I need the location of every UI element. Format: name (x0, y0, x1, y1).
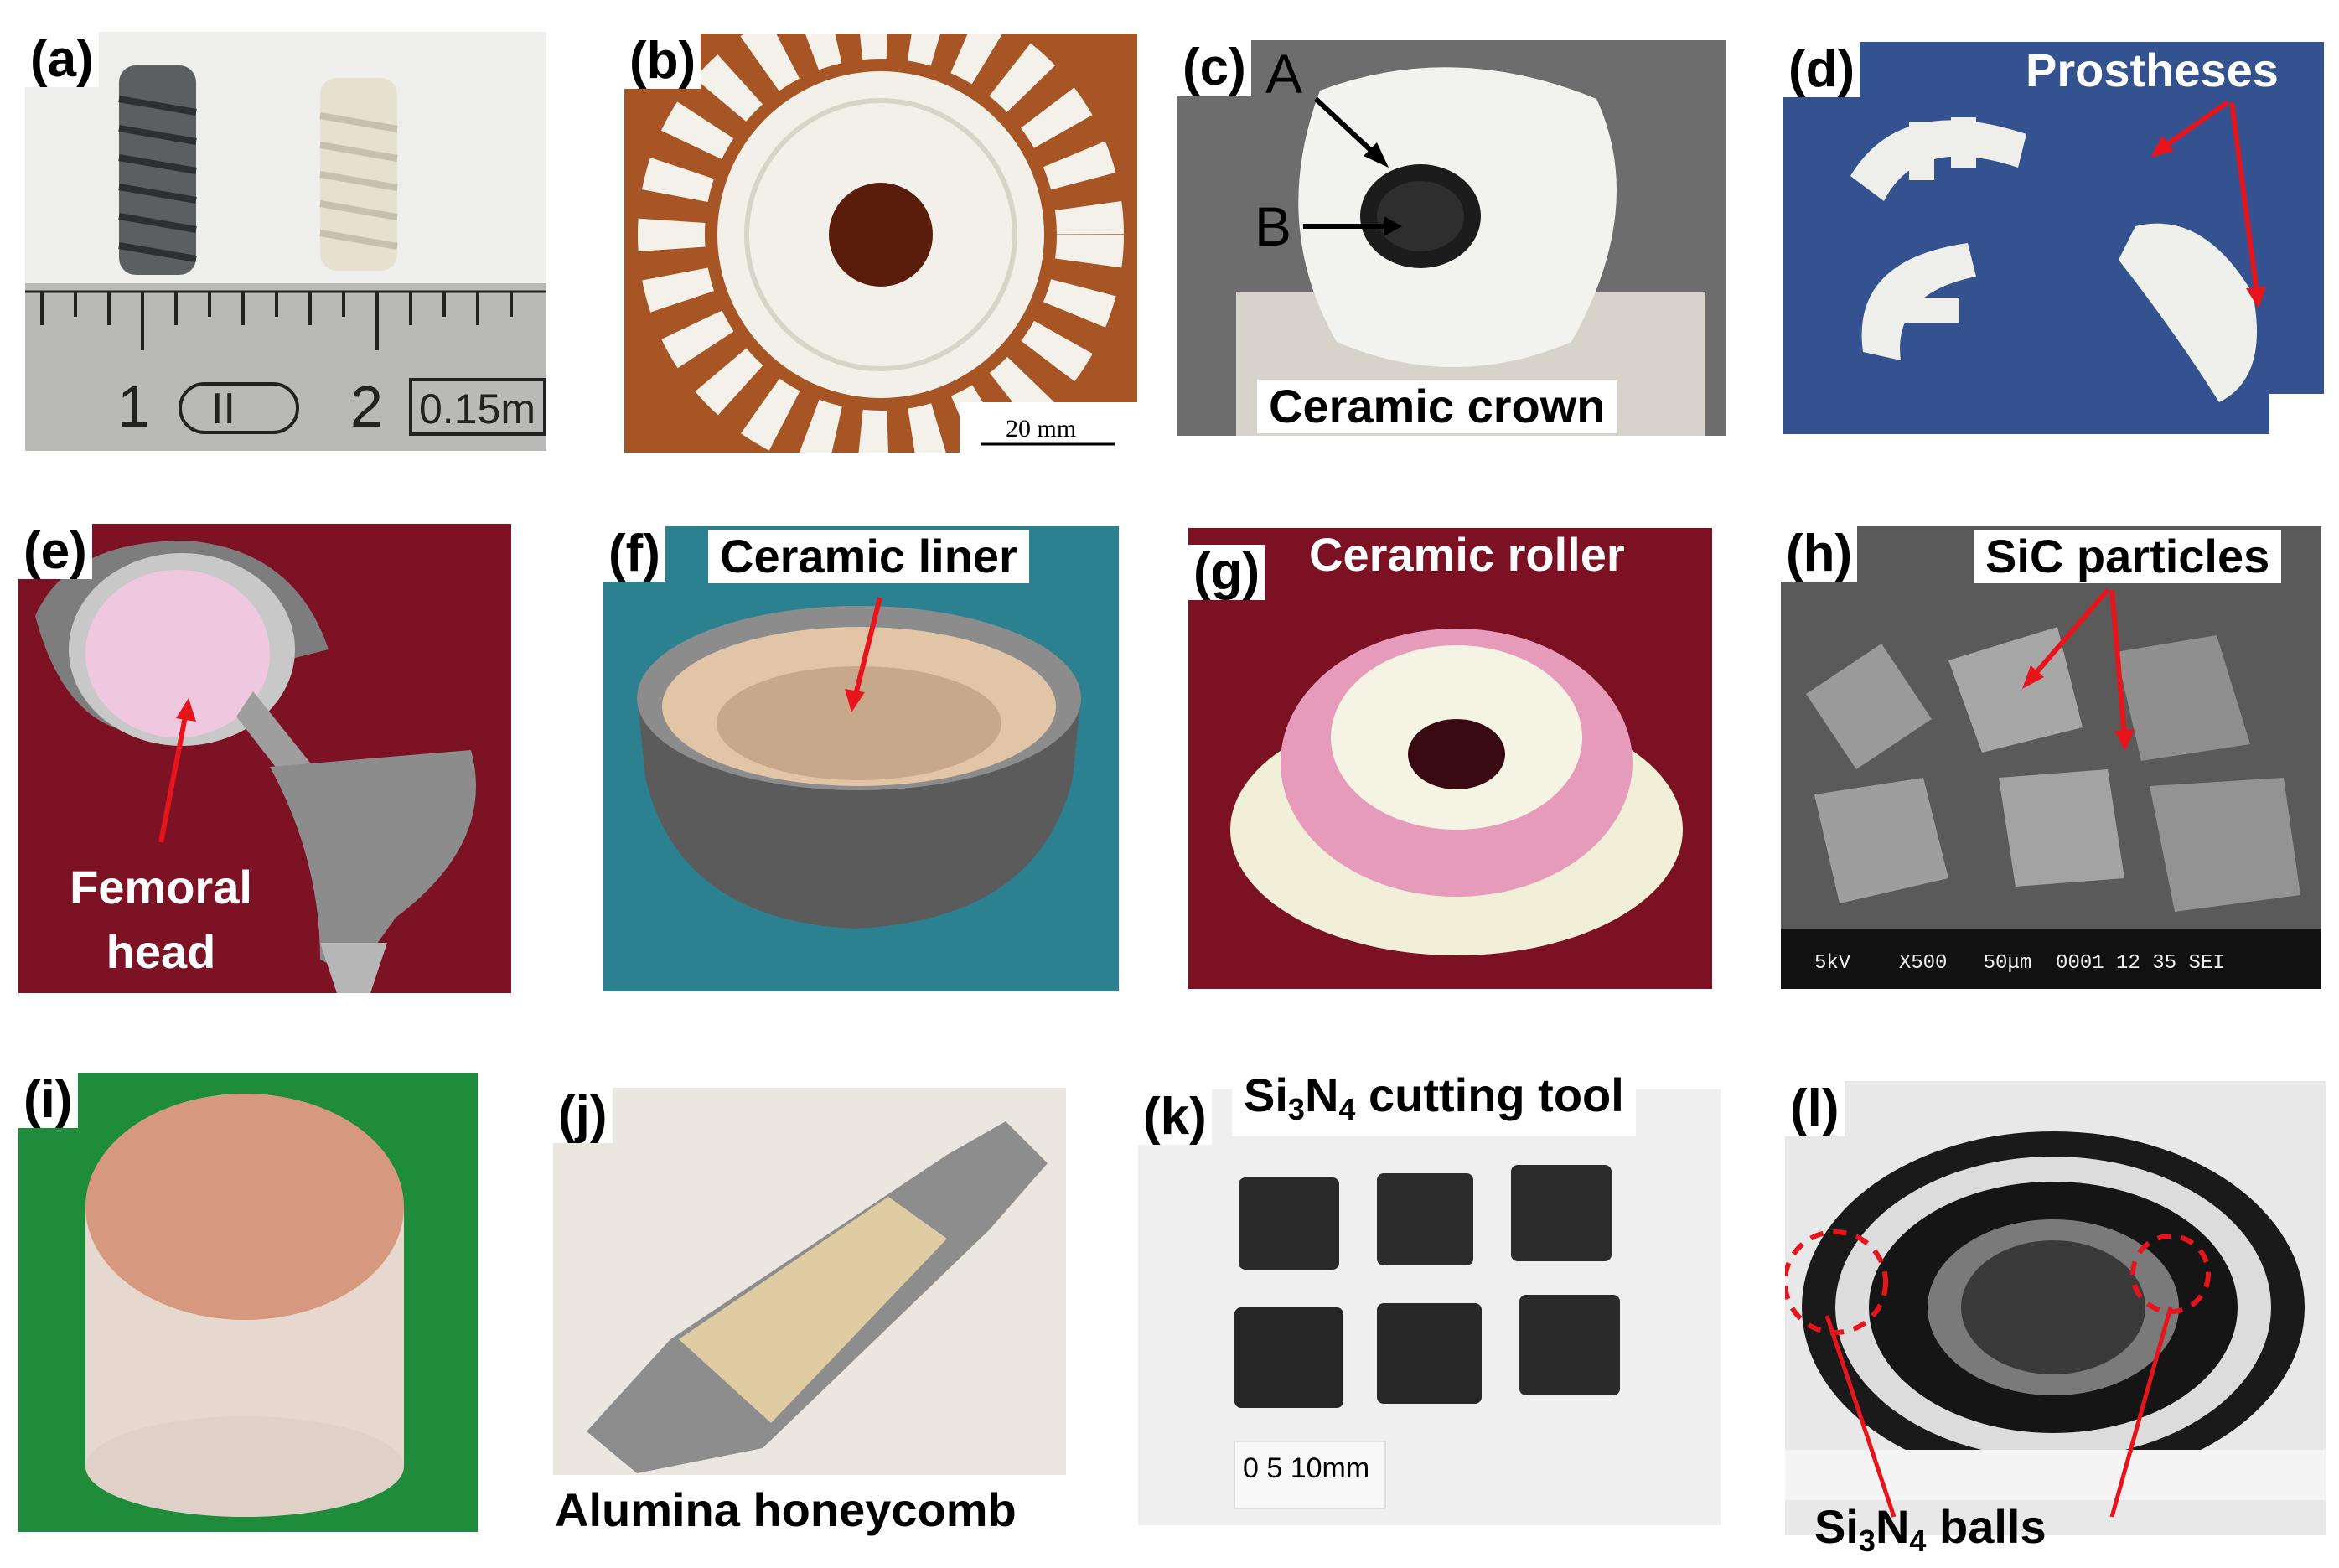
panel-a-photo (25, 32, 546, 451)
panel-c-caption: Ceramic crown (1257, 380, 1617, 433)
panel-h-caption: SiC particles (1974, 530, 2282, 583)
panel-k: (k) 0 5 10mm (1138, 1089, 1721, 1525)
panel-g-photo (1188, 528, 1712, 989)
l-caption-sub3: 3 (1858, 1524, 1876, 1558)
panel-l-caption: Si3N4 balls (1814, 1500, 2047, 1568)
panel-k-scale: 0 5 10mm (1243, 1452, 1370, 1484)
panel-f-photo (603, 526, 1119, 991)
label-b: B (1255, 195, 1292, 257)
panel-i-tag: (i) (18, 1073, 78, 1128)
panel-f-caption: Ceramic liner (708, 530, 1029, 583)
panel-c-arrows (1303, 96, 1402, 236)
panel-f-arrow (845, 597, 882, 712)
sem-info: 5kV X500 50μm 0001 12 35 SEI (1814, 952, 2225, 975)
panel-j-caption: Alumina honeycomb (555, 1483, 1017, 1536)
panel-b-scale: 20 mm (1006, 415, 1077, 442)
panel-k-photo (1138, 1089, 1721, 1525)
ruler-number-2: 2 (350, 374, 383, 439)
l-caption-si: Si (1814, 1500, 1859, 1553)
panel-h-tag: (h) (1781, 526, 1858, 582)
ruler-number-1: 1 (117, 374, 150, 439)
panel-e-photo (18, 524, 511, 993)
panel-d-caption: Prostheses (2026, 44, 2279, 96)
k-caption-n: N (1304, 1069, 1339, 1121)
panel-d-arrows (2150, 100, 2266, 308)
ruler-roman-ii: II (211, 385, 235, 433)
k-caption-sub4: 4 (1338, 1092, 1356, 1126)
panel-j-tag: (j) (553, 1088, 613, 1143)
panel-e: (e) Femoral head (18, 524, 511, 993)
panel-j-photo (553, 1088, 1066, 1475)
panel-g: (g) Ceramic roller (1188, 528, 1712, 989)
panel-e-caption-line2: head (106, 925, 216, 978)
k-caption-rest: cutting tool (1355, 1069, 1624, 1121)
l-caption-sub4: 4 (1909, 1524, 1927, 1558)
panel-k-caption: Si3N4 cutting tool (1232, 1069, 1636, 1136)
panel-e-caption-line1: Femoral (70, 861, 252, 913)
panel-h: (h) SiC particles 5kV X500 50μm 0001 12 … (1781, 526, 2321, 989)
panel-i: (i) (18, 1073, 478, 1532)
panel-e-arrow (158, 698, 196, 843)
panel-c-photo (1177, 40, 1726, 436)
panel-b: (b) 20 mm (624, 34, 1137, 453)
l-caption-rest: balls (1926, 1500, 2047, 1553)
panel-d-tag: (d) (1783, 42, 1860, 97)
ruler-text: 0.15m (419, 386, 536, 432)
panel-d: (d) Prostheses (1783, 42, 2324, 434)
k-caption-sub3: 3 (1287, 1092, 1305, 1126)
panel-h-arrows (2022, 588, 2135, 751)
panel-b-tag: (b) (624, 34, 701, 89)
panel-c-tag: (c) (1177, 40, 1251, 96)
panel-l: (l) (1785, 1081, 2326, 1535)
panel-k-tag: (k) (1138, 1089, 1212, 1145)
panel-h-photo (1781, 526, 2321, 989)
panel-a: (a) 1 II 2 0.15m (25, 32, 546, 451)
panel-f: (f) Ceramic liner (603, 526, 1119, 991)
panel-g-caption: Ceramic roller (1309, 528, 1625, 581)
label-a: A (1265, 43, 1303, 105)
panel-f-tag: (f) (603, 526, 665, 582)
panel-j: (j) (553, 1088, 1066, 1475)
panel-l-tag: (l) (1785, 1081, 1845, 1136)
panel-a-tag: (a) (25, 32, 99, 87)
panel-i-photo (18, 1073, 478, 1532)
panel-g-tag: (g) (1188, 545, 1265, 600)
panel-l-photo (1785, 1081, 2326, 1535)
panel-e-tag: (e) (18, 524, 92, 579)
panel-d-photo (1783, 42, 2324, 434)
k-caption-si: Si (1244, 1069, 1288, 1121)
panel-b-photo (624, 34, 1137, 453)
l-caption-n: N (1875, 1500, 1910, 1553)
panel-c: (c) A B Ceramic crown (1177, 40, 1726, 436)
